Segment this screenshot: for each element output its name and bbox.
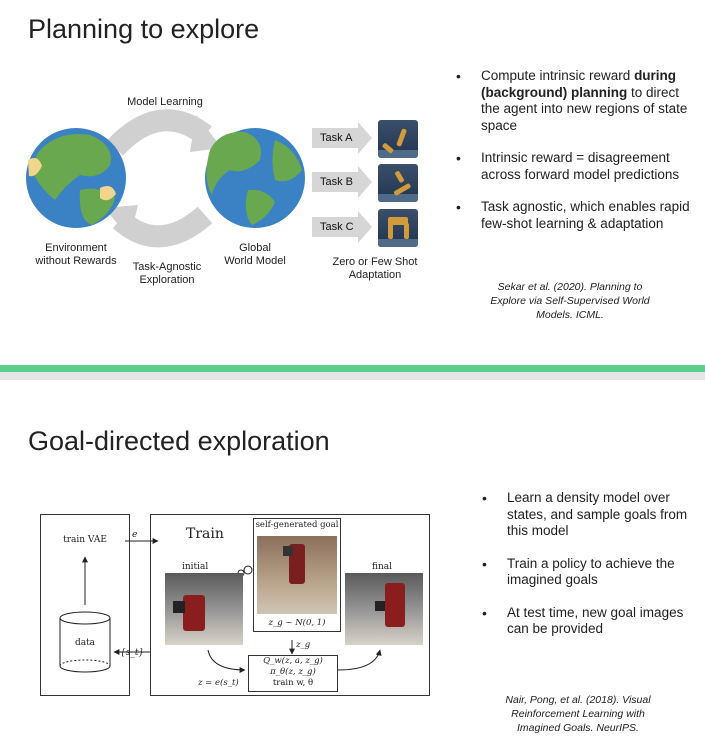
data-cylinder-icon [59, 611, 111, 673]
world-model-diagram-svg [26, 109, 372, 248]
slide2-bullets: Learn a density model over states, and s… [482, 490, 697, 654]
zg-label: z_g [296, 640, 311, 650]
rig-diagram: train VAE e data {s_t} Train self-genera… [40, 510, 435, 700]
goal-image [257, 536, 337, 614]
exploration-label: Task-Agnostic Exploration [132, 261, 202, 286]
encoder-e-label: e [132, 530, 138, 540]
section-divider-gray [0, 372, 705, 380]
zg-sample-label: z_g ~ N(0, 1) [268, 618, 326, 628]
initial-image [165, 573, 243, 645]
train-params-label: train w, θ [272, 678, 314, 688]
environment-label: Environment without Rewards [35, 242, 117, 267]
vae-box [40, 514, 130, 696]
q-function-label: Q_w(z, a, z_g) [263, 656, 323, 666]
slide1-bullets: Compute intrinsic reward during (backgro… [456, 68, 696, 248]
states-label: {s_t} [120, 648, 145, 658]
slide1-citation: Sekar et al. (2020). Planning to Explore… [490, 281, 650, 321]
task-b-label: Task B [320, 176, 354, 188]
slide2-bullet-1: Learn a density model over states, and s… [482, 490, 697, 540]
slide1-bullet-1: Compute intrinsic reward during (backgro… [456, 68, 696, 134]
model-learning-arrowhead [190, 115, 222, 152]
task-c-thumbnail [378, 209, 418, 247]
self-generated-goal-label: self-generated goal [255, 520, 339, 530]
policy-box: Q_w(z, a, z_g) π_θ(z, z_g) train w, θ [248, 655, 338, 692]
policy-label: π_θ(z, z_g) [270, 667, 316, 677]
slide2-bullet-3: At test time, new goal images can be pro… [482, 605, 697, 638]
z-encode-label: z = e(s_t) [198, 678, 239, 688]
task-c-arrow [312, 211, 372, 243]
goal-box: self-generated goal z_g ~ N(0, 1) [253, 518, 341, 632]
initial-label: initial [182, 562, 209, 572]
slide1-title: Planning to explore [28, 14, 260, 44]
world-model-globe-icon [205, 128, 305, 228]
data-label: data [74, 638, 96, 648]
planning-diagram: Model Learning Environment without Rewar… [20, 90, 440, 290]
task-a-arrow [312, 122, 372, 154]
section-divider-green [0, 365, 705, 372]
adaptation-label: Zero or Few Shot Adaptation [332, 256, 418, 281]
slide2-citation: Nair, Pong, et al. (2018). Visual Reinfo… [505, 694, 651, 734]
environment-globe-icon [26, 128, 126, 228]
task-b-arrow [312, 166, 372, 198]
task-a-thumbnail [378, 120, 418, 158]
train-vae-label: train VAE [63, 535, 107, 545]
task-c-label: Task C [320, 221, 354, 233]
task-b-thumbnail [378, 164, 418, 202]
final-label: final [372, 562, 393, 572]
slide1-bullet-2: Intrinsic reward = disagreement across f… [456, 150, 696, 183]
slide1-bullet-3: Task agnostic, which enables rapid few-s… [456, 199, 696, 232]
slide2-bullet-2: Train a policy to achieve the imagined g… [482, 556, 697, 589]
task-a-label: Task A [320, 132, 353, 144]
world-model-label: Global World Model [224, 242, 286, 267]
rig-arrows-svg [59, 538, 382, 673]
model-learning-label: Model Learning [127, 96, 203, 108]
exploration-arrowhead [104, 205, 138, 238]
final-image [345, 573, 423, 645]
train-label: Train [186, 526, 224, 542]
slide2-title: Goal-directed exploration [28, 426, 330, 456]
train-box [150, 514, 430, 696]
